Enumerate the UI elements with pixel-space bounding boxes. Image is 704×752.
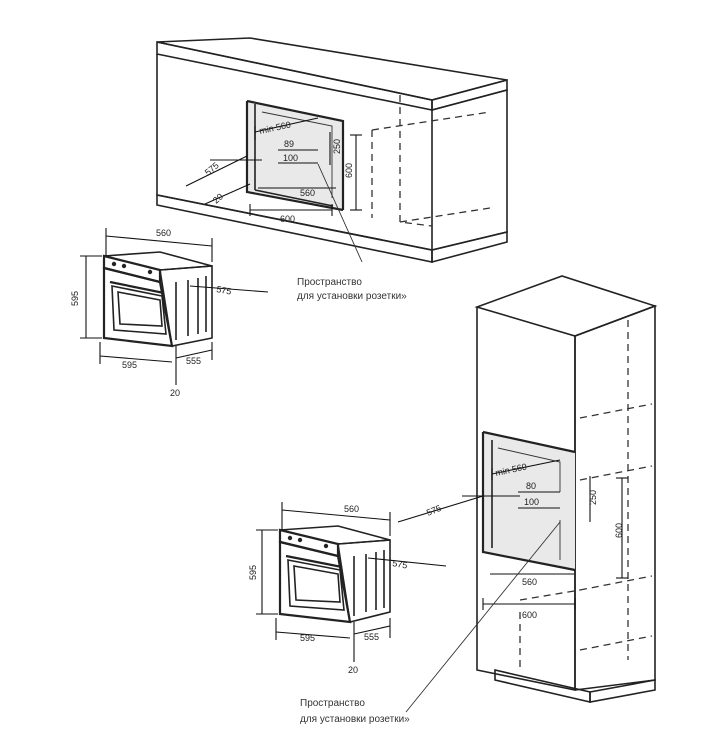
oven-top-depth-575: 575	[216, 284, 233, 296]
socket-note-top-line1: Пространство	[297, 277, 362, 288]
bottom-socket-note: Пространство для установки розетки»	[300, 698, 410, 725]
dim-575-top: 575	[203, 160, 221, 177]
oven-top-height-595: 595	[70, 291, 80, 306]
top-oven	[102, 251, 213, 348]
dim-89: 89	[284, 139, 294, 149]
dim-100-bottom: 100	[524, 497, 539, 507]
dim-600-w-bottom: 600	[522, 610, 537, 620]
oven-top-width-560: 560	[156, 228, 171, 238]
oven-bottom-depth-575: 575	[392, 558, 409, 570]
dim-20-top: 20	[211, 191, 225, 205]
dim-600-top: 600	[344, 163, 354, 178]
oven-bottom-width-560: 560	[344, 504, 359, 514]
bottom-oven-dimensions: 560 595 575 595 555 20	[248, 502, 447, 675]
oven-bottom-height-595: 595	[248, 565, 258, 580]
oven-top-depth-555: 555	[186, 356, 201, 366]
dim-600-w-top: 600	[280, 214, 295, 224]
dim-560-bottom: 560	[522, 577, 537, 587]
top-oven-dimensions: 560 595 575 595 555 20	[70, 228, 269, 398]
top-socket-note: Пространство для установки розетки»	[297, 277, 407, 302]
oven-bottom-depth-555: 555	[364, 632, 379, 642]
dim-250-top: 250	[332, 139, 342, 154]
dim-250-bottom: 250	[588, 490, 598, 505]
socket-note-bottom-line2: для установки розетки»	[300, 714, 410, 725]
oven-bottom-front-20: 20	[348, 665, 358, 675]
dim-575-bottom: 575	[425, 503, 443, 518]
dim-560-top: 560	[300, 188, 315, 198]
bottom-cabinet	[474, 275, 658, 704]
oven-top-width-595: 595	[122, 360, 137, 370]
socket-note-bottom-line1: Пространство	[300, 698, 365, 709]
dim-100-top: 100	[283, 153, 298, 163]
dim-600-bottom: 600	[614, 523, 624, 538]
oven-top-front-20: 20	[170, 388, 180, 398]
dim-80: 80	[526, 481, 536, 491]
oven-bottom-width-595: 595	[300, 633, 315, 643]
bottom-oven	[278, 525, 391, 624]
socket-note-top-line2: для установки розетки»	[297, 291, 407, 302]
